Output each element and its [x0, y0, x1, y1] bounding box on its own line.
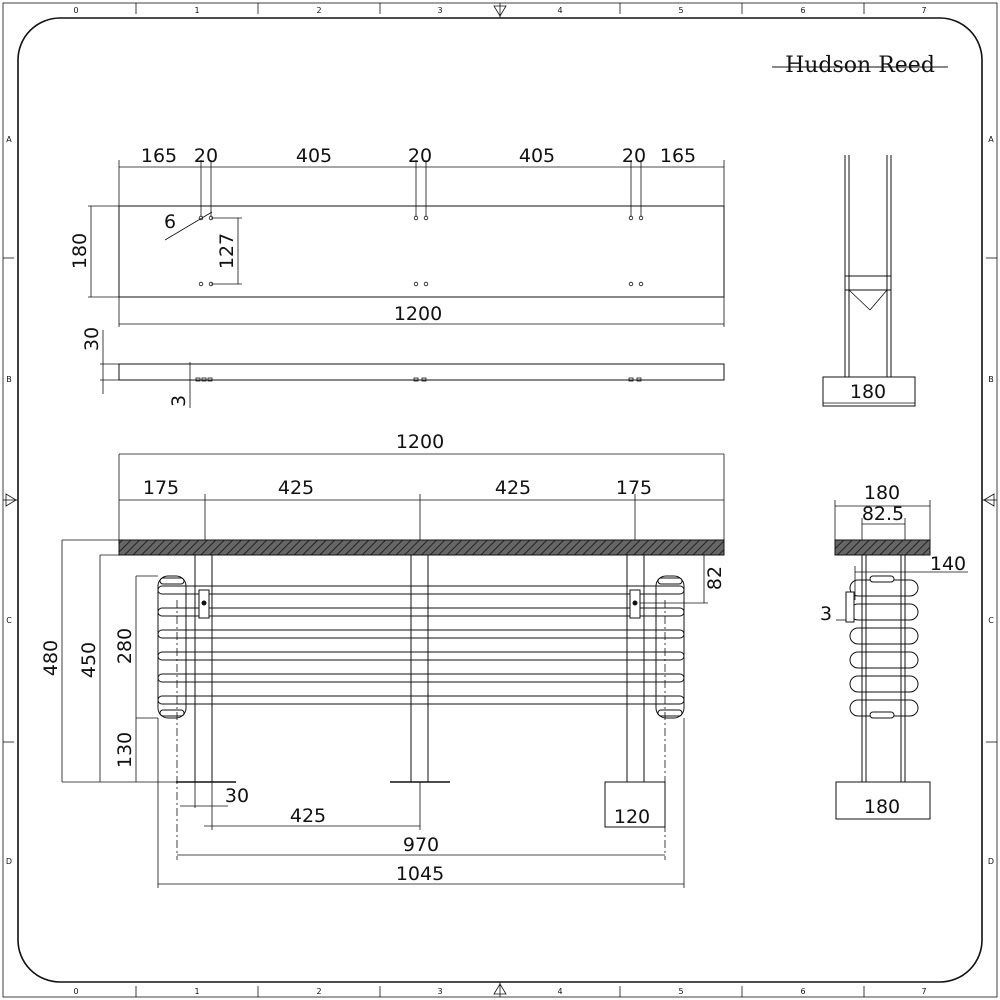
zone-col-label: 7 — [921, 987, 926, 996]
zone-row-label: D — [988, 857, 994, 866]
zone-row-label: A — [6, 135, 12, 144]
dim-label: 480 — [40, 640, 62, 676]
zone-col-label: 0 — [73, 987, 78, 996]
zone-row-label: D — [6, 857, 12, 866]
dim-label: 180 — [69, 233, 91, 269]
dim-label: 425 — [290, 805, 326, 827]
dim-label: 6 — [164, 211, 176, 233]
dim-label: 30 — [81, 327, 103, 351]
top-view: 165 20 405 20 405 20 165 6 127 180 — [69, 145, 725, 327]
dim-label: 175 — [616, 477, 652, 499]
zone-col-label: 3 — [437, 6, 442, 15]
dim-label: 3 — [820, 603, 832, 625]
zone-row-label: B — [6, 375, 12, 384]
dim-label: 1200 — [394, 303, 442, 325]
dim-label: 20 — [408, 145, 432, 167]
dim-label: 20 — [622, 145, 646, 167]
dim-label: 405 — [296, 145, 332, 167]
shelf-side-view: 30 3 — [81, 327, 725, 408]
dim-label: 120 — [614, 806, 650, 828]
zone-col-label: 2 — [316, 987, 321, 996]
dim-label: 405 — [519, 145, 555, 167]
zone-col-label: 7 — [921, 6, 926, 15]
brand-logo: Hudson Reed — [772, 53, 948, 78]
dim-label: 30 — [225, 785, 249, 807]
zone-col-label: 1 — [194, 6, 199, 15]
dim-label: 20 — [194, 145, 218, 167]
dim-label: 1045 — [396, 863, 444, 885]
dim-label: 165 — [660, 145, 696, 167]
zone-col-label: 2 — [316, 6, 321, 15]
zone-col-label: 5 — [678, 987, 683, 996]
zone-col-label: 1 — [194, 987, 199, 996]
zone-row-label: C — [988, 616, 994, 625]
end-view: 180 — [822, 155, 916, 407]
dim-label: 180 — [864, 796, 900, 818]
dim-label: 165 — [141, 145, 177, 167]
dim-label: 450 — [78, 642, 100, 678]
zone-col-label: 6 — [800, 987, 805, 996]
side-view: 180 82.5 140 3 180 — [820, 482, 968, 820]
zone-col-label: 5 — [678, 6, 683, 15]
dim-label: 280 — [114, 628, 136, 664]
dim-label: 425 — [495, 477, 531, 499]
dim-label: 3 — [168, 395, 190, 407]
zone-col-label: 4 — [557, 6, 562, 15]
dim-label: 425 — [278, 477, 314, 499]
dim-label: 180 — [850, 381, 886, 403]
dim-label: 130 — [114, 732, 136, 768]
zone-col-label: 3 — [437, 987, 442, 996]
zone-row-label: A — [988, 135, 994, 144]
dim-label: 127 — [216, 233, 238, 269]
zone-row-label: C — [6, 616, 12, 625]
zone-col-label: 0 — [73, 6, 78, 15]
dim-label: 140 — [930, 553, 966, 575]
dim-label: 82 — [704, 566, 726, 590]
zone-col-label: 6 — [800, 6, 805, 15]
brand-name: Hudson Reed — [785, 53, 935, 78]
dim-label: 175 — [143, 477, 179, 499]
dim-label: 1200 — [396, 431, 444, 453]
dim-label: 970 — [403, 834, 439, 856]
front-view: 1200 175 425 425 175 — [40, 431, 726, 888]
zone-row-label: B — [988, 375, 994, 384]
dim-label: 180 — [864, 482, 900, 504]
dim-label: 82.5 — [862, 503, 904, 525]
zone-col-label: 4 — [557, 987, 562, 996]
